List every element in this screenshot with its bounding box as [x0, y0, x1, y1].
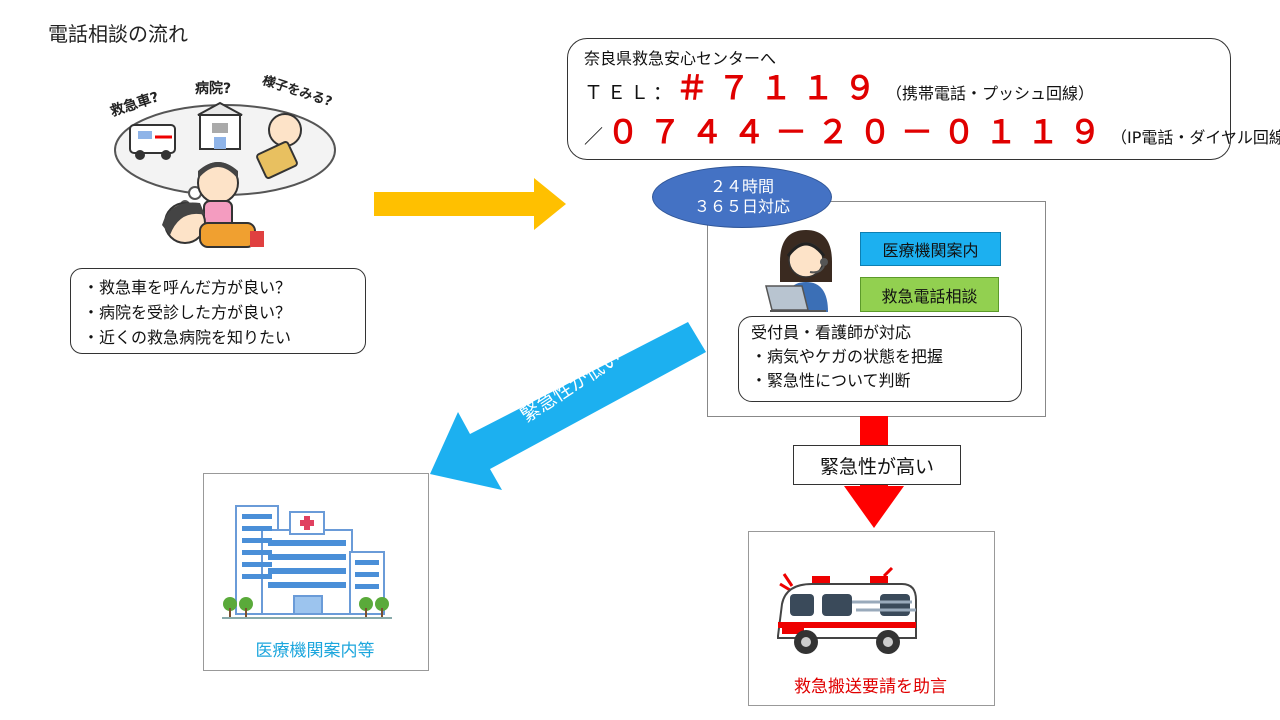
- tel-long-row: ／０７４４－２０－０１１９（IP電話・ダイヤル回線）: [584, 113, 1280, 157]
- tel-short-note: （携帯電話・プッシュ回線）: [886, 84, 1095, 103]
- high-urgency-label: 緊急性が高い: [793, 445, 961, 485]
- hours-badge: ２４時間 ３６５日対応: [652, 166, 832, 228]
- ambulance-icon: [129, 124, 176, 160]
- hours-line2: ３６５日対応: [693, 197, 790, 216]
- concern-nearby-hospital: ・近くの救急病院を知りたい: [83, 328, 292, 347]
- contact-intro: 奈良県救急安心センターへ: [584, 49, 777, 68]
- tel-long-number[interactable]: ０７４４－２０－０１１９: [607, 113, 1112, 151]
- concern-ambulance: ・救急車を呼んだ方が良い？: [83, 278, 292, 297]
- tel-long-note: （IP電話・ダイヤル回線）: [1111, 128, 1280, 147]
- concerns-box: ・救急車を呼んだ方が良い？ ・病院を受診した方が良い？ ・近くの救急病院を知りた…: [70, 268, 366, 354]
- tree-icon: [223, 597, 389, 618]
- tel-short-number[interactable]: ＃７１１９: [676, 69, 887, 107]
- concern-hospital: ・病院を受診した方が良い？: [83, 303, 292, 322]
- tel-separator: ／: [584, 126, 608, 148]
- staff-line2: ・病気やケガの状態を把握: [751, 347, 944, 366]
- staff-line3: ・緊急性について判断: [751, 371, 911, 390]
- emergency-consult-badge: 救急電話相談: [860, 277, 999, 312]
- medical-guide-badge: 医療機関案内: [860, 232, 1001, 266]
- operator-illustration: [765, 230, 832, 312]
- hospital-building-icon: [222, 505, 392, 619]
- hospital-outcome-label: 医療機関案内等: [255, 641, 375, 661]
- hospital-outcome-frame: [203, 473, 429, 671]
- laptop-icon: [765, 285, 826, 312]
- ambulance-vehicle-icon: [777, 566, 917, 654]
- hours-line1: ２４時間: [709, 177, 774, 196]
- tel-short-row: ＴＥＬ：＃７１１９（携帯電話・プッシュ回線）: [584, 69, 1214, 113]
- ambulance-outcome-frame: [748, 531, 995, 706]
- bubble-hospital-text: 病院?: [195, 80, 231, 97]
- sick-person-icon: [162, 202, 264, 248]
- hospital-icon: [197, 101, 243, 150]
- ambulance-outcome-label: 救急搬送要請を助言: [794, 677, 947, 697]
- staff-line1: 受付員・看護師が対応: [751, 323, 912, 342]
- contact-box: 奈良県救急安心センターへ ＴＥＬ：＃７１１９（携帯電話・プッシュ回線） ／０７４…: [567, 38, 1280, 160]
- tel-prefix: ＴＥＬ：: [584, 82, 677, 104]
- worried-person-illustration: 救急車? 病院? 様子をみる?: [108, 75, 336, 248]
- staff-box: 受付員・看護師が対応 ・病気やケガの状態を把握 ・緊急性について判断: [738, 316, 1022, 402]
- bubble-wait-text: 様子をみる?: [260, 75, 334, 110]
- clock-icon: [256, 113, 302, 179]
- page-title: 電話相談の流れ: [48, 22, 188, 46]
- low-urgency-arrow: [430, 322, 706, 490]
- yellow-arrow: [374, 178, 566, 230]
